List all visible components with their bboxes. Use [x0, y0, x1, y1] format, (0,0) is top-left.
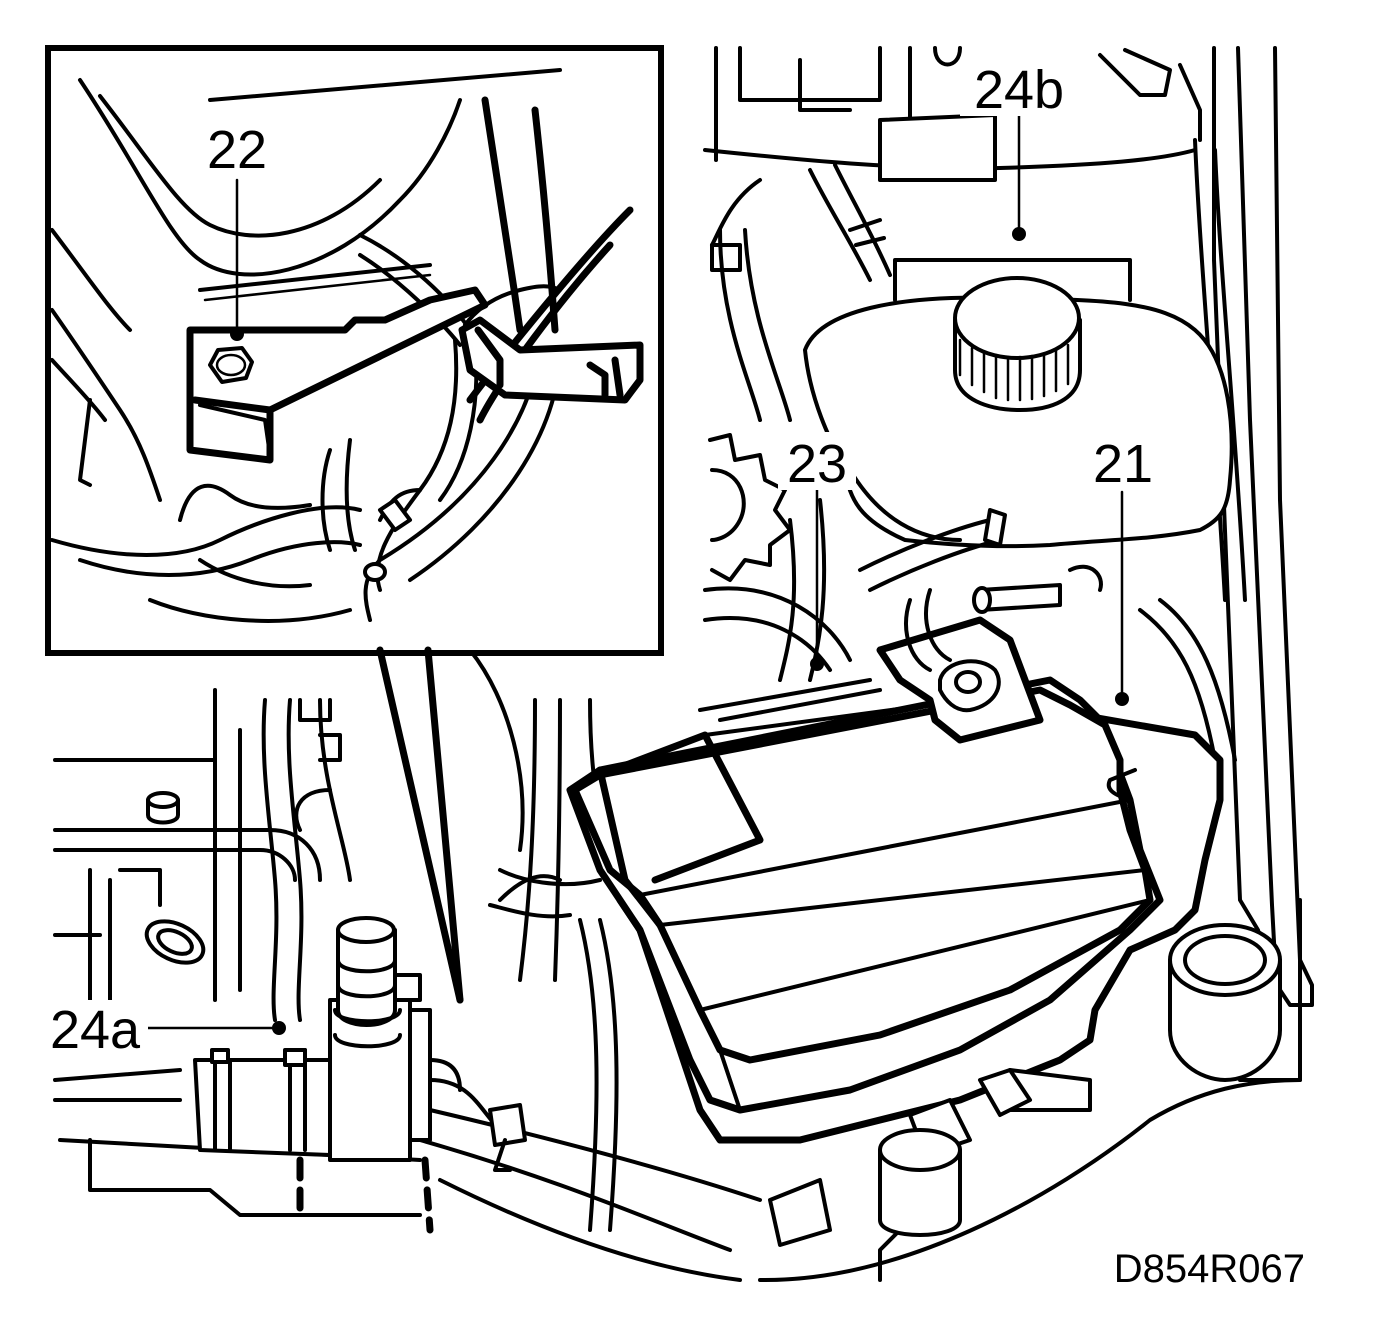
- callout-22: 22: [207, 120, 267, 180]
- hex-bolt-icon: [208, 346, 254, 384]
- inset-pointer: [376, 646, 464, 1004]
- label-bg-24b: [960, 58, 1078, 116]
- leader-dot-23: [810, 657, 824, 671]
- label-bg-23: [778, 432, 856, 490]
- leader-dot-24b: [1012, 227, 1026, 241]
- connector-assembly: [193, 916, 527, 1234]
- callout-23: 23: [787, 434, 847, 494]
- lower-fitting: [768, 1128, 962, 1247]
- control-module-box: [566, 508, 1224, 1157]
- leader-dot-24a: [272, 1021, 286, 1035]
- detail-inset: [45, 45, 664, 656]
- callout-24a: 24a: [50, 1000, 141, 1060]
- callout-21: 21: [1093, 434, 1153, 494]
- label-bg-24a: [42, 1000, 148, 1056]
- reservoir-cap-icon: [953, 276, 1082, 412]
- leader-dot-22: [230, 327, 244, 341]
- callout-leaders: [146, 114, 1129, 1035]
- figure-reference: D854R067: [1114, 1247, 1305, 1291]
- label-bg-22: [200, 118, 274, 176]
- brake-fluid-cap-icon: [1168, 923, 1282, 1082]
- callout-24b: 24b: [974, 60, 1064, 120]
- leader-dot-21: [1115, 692, 1129, 706]
- label-bg-21: [1084, 432, 1162, 490]
